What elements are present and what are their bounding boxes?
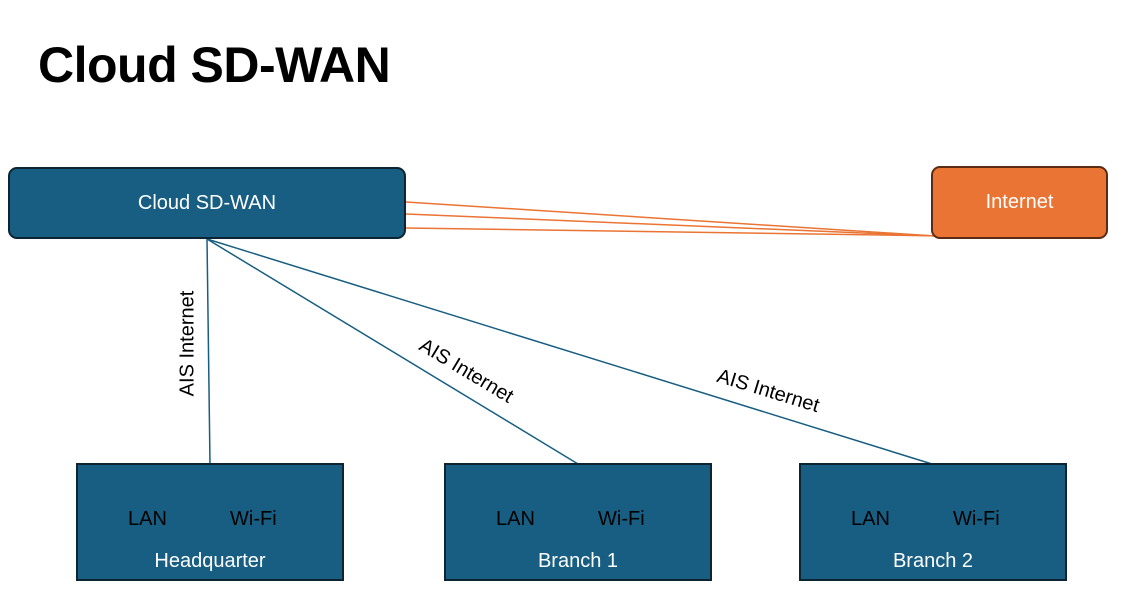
wifi-label: Wi-Fi [230,508,277,530]
link-branch-2 [206,238,933,465]
site-branch-2[interactable]: LAN Wi-Fi Branch 2 [799,463,1067,581]
link-label-headquarter: AIS Internet [176,290,199,397]
wifi-label: Wi-Fi [598,508,645,530]
site-headquarter[interactable]: LAN Wi-Fi Headquarter [76,463,344,581]
internet-link-3 [405,227,1019,238]
link-branch-1 [206,238,579,465]
site-name: Branch 2 [892,550,974,572]
lan-label: LAN [851,508,890,530]
internet-link-2 [405,213,936,237]
cloud-sdwan-label: Cloud SD-WAN [137,191,277,214]
lan-label: LAN [128,508,167,530]
site-branch-1[interactable]: LAN Wi-Fi Branch 1 [444,463,712,581]
lan-label: LAN [496,508,535,530]
internet-link-1 [405,201,936,237]
site-name: Headquarter [154,550,266,572]
site-name: Branch 1 [537,550,619,572]
page-title: Cloud SD-WAN [38,37,391,93]
cloud-sdwan-node[interactable]: Cloud SD-WAN [8,167,406,239]
internet-node[interactable]: Internet [931,166,1108,239]
link-headquarter [206,238,211,465]
wifi-label: Wi-Fi [953,508,1000,530]
internet-label: Internet [985,191,1054,213]
